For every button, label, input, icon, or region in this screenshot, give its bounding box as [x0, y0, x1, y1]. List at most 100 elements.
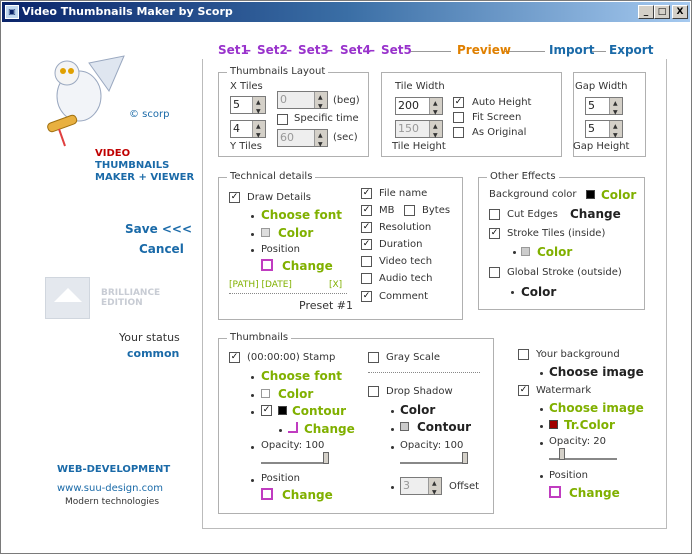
tech-font-button[interactable]: Choose font [261, 208, 343, 222]
save-button[interactable]: Save <<< [125, 222, 193, 236]
gap-width-spinner[interactable]: 5 [585, 96, 623, 121]
tech-color-button[interactable]: Color [278, 226, 314, 240]
contour-swatch[interactable] [278, 406, 287, 415]
stamp-color-button[interactable]: Color [278, 387, 314, 401]
slider-knob[interactable] [559, 448, 565, 460]
tab-set2[interactable]: Set2 [257, 43, 288, 57]
fit-screen-checkbox[interactable] [453, 112, 464, 123]
stamp-font-button[interactable]: Choose font [261, 369, 343, 383]
tech-change-button[interactable]: Change [282, 259, 333, 273]
tile-height-spinner[interactable]: 150 [395, 119, 443, 144]
stamp-change-button[interactable]: Change [282, 488, 333, 502]
as-original-checkbox[interactable] [453, 127, 464, 138]
site-link[interactable]: www.suu-design.com [57, 483, 164, 494]
global-stroke-checkbox[interactable] [489, 267, 500, 278]
filename-checkbox[interactable]: ✓ [361, 188, 372, 199]
comment-label: Comment [379, 291, 428, 302]
tab-preview[interactable]: Preview [457, 43, 512, 57]
cancel-button[interactable]: Cancel [139, 242, 184, 256]
comment-checkbox[interactable]: ✓ [361, 291, 372, 302]
contour-checkbox[interactable]: ✓ [261, 405, 272, 416]
stamp-checkbox[interactable]: ✓ [229, 352, 240, 363]
xtiles-label: X Tiles [230, 81, 263, 92]
bullet-icon [251, 411, 254, 414]
bg-image-button[interactable]: Choose image [549, 365, 644, 379]
resolution-checkbox[interactable]: ✓ [361, 222, 372, 233]
tile-group [381, 72, 562, 157]
x-token[interactable]: [X] [329, 280, 343, 290]
trcolor-swatch[interactable] [549, 420, 558, 429]
stroke-tiles-checkbox[interactable]: ✓ [489, 228, 500, 239]
fit-screen-label: Fit Screen [472, 112, 522, 123]
bytes-checkbox[interactable] [404, 205, 415, 216]
export-button[interactable]: Export [609, 43, 654, 57]
bullet-icon [511, 291, 514, 294]
watermark-checkbox[interactable]: ✓ [518, 385, 529, 396]
auto-height-checkbox[interactable]: ✓ [453, 97, 464, 108]
duration-checkbox[interactable]: ✓ [361, 239, 372, 250]
shadow-color-button[interactable]: Color [400, 403, 436, 417]
shadow-contour-swatch[interactable] [400, 422, 409, 431]
minimize-button[interactable]: _ [638, 5, 654, 19]
cut-change-button[interactable]: Change [570, 207, 621, 221]
seconds-spinner[interactable]: 60 [277, 128, 328, 153]
stamp-opacity-label: Opacity: 100 [261, 440, 325, 451]
gap-height-spinner[interactable]: 5 [585, 119, 623, 144]
grayscale-checkbox[interactable] [368, 352, 379, 363]
slider-knob[interactable] [323, 452, 329, 464]
watermark-image-button[interactable]: Choose image [549, 401, 644, 415]
shadow-opacity-slider[interactable] [400, 452, 468, 464]
draw-details-label: Draw Details [247, 192, 311, 203]
tab-set1[interactable]: Set1 [218, 43, 249, 57]
contour-position-icon [288, 422, 298, 433]
status-label: Your status [119, 331, 180, 344]
window-title: Video Thumbnails Maker by Scorp [22, 5, 233, 18]
bg-color-button[interactable]: Color [601, 188, 637, 202]
bg-color-swatch[interactable] [586, 190, 595, 199]
color-swatch[interactable] [261, 228, 270, 237]
xtiles-spinner[interactable]: 5 [230, 95, 266, 120]
contour-button[interactable]: Contour [292, 404, 347, 418]
tab-set3[interactable]: Set3 [298, 43, 329, 57]
bullet-icon [251, 215, 254, 218]
cut-edges-checkbox[interactable] [489, 209, 500, 220]
stamp-color-swatch[interactable] [261, 389, 270, 398]
ytiles-spinner[interactable]: 4 [230, 119, 266, 144]
offset-spinner[interactable]: 3 [400, 476, 442, 501]
position-icon [261, 259, 273, 271]
mb-checkbox[interactable]: ✓ [361, 205, 372, 216]
watermark-opacity-slider[interactable] [549, 448, 617, 460]
watermark-opacity-label: Opacity: 20 [549, 436, 607, 447]
slider-knob[interactable] [462, 452, 468, 464]
audio-tech-label: Audio tech [379, 273, 433, 284]
specific-time-checkbox[interactable] [277, 114, 288, 125]
offset-value: 3 [403, 479, 410, 492]
grayscale-label: Gray Scale [386, 352, 440, 363]
your-bg-checkbox[interactable] [518, 349, 529, 360]
import-button[interactable]: Import [549, 43, 595, 57]
stamp-position-label: Position [261, 473, 300, 484]
global-color-button[interactable]: Color [521, 285, 557, 299]
contour-change-button[interactable]: Change [304, 422, 355, 436]
tech-group: Technical details [218, 171, 463, 320]
bullet-icon [391, 486, 394, 489]
stroke-color-button[interactable]: Color [537, 245, 573, 259]
gap-width-value: 5 [588, 99, 595, 112]
drop-shadow-checkbox[interactable] [368, 386, 379, 397]
shadow-contour-button[interactable]: Contour [417, 420, 472, 434]
tab-set5[interactable]: Set5 [381, 43, 412, 57]
effects-group: Other Effects [478, 171, 645, 310]
close-button[interactable]: X [672, 5, 688, 19]
tab-set4[interactable]: Set4 [340, 43, 371, 57]
watermark-change-button[interactable]: Change [569, 486, 620, 500]
maximize-button[interactable]: □ [654, 5, 670, 19]
stamp-opacity-slider[interactable] [261, 452, 329, 464]
begin-value: 0 [280, 93, 287, 106]
begin-spinner[interactable]: 0 [277, 90, 328, 115]
video-tech-checkbox[interactable] [361, 256, 372, 267]
trcolor-button[interactable]: Tr.Color [564, 418, 615, 432]
draw-details-checkbox[interactable]: ✓ [229, 192, 240, 203]
stroke-color-swatch[interactable] [521, 247, 530, 256]
audio-tech-checkbox[interactable] [361, 273, 372, 284]
tile-width-spinner[interactable]: 200 [395, 96, 443, 121]
